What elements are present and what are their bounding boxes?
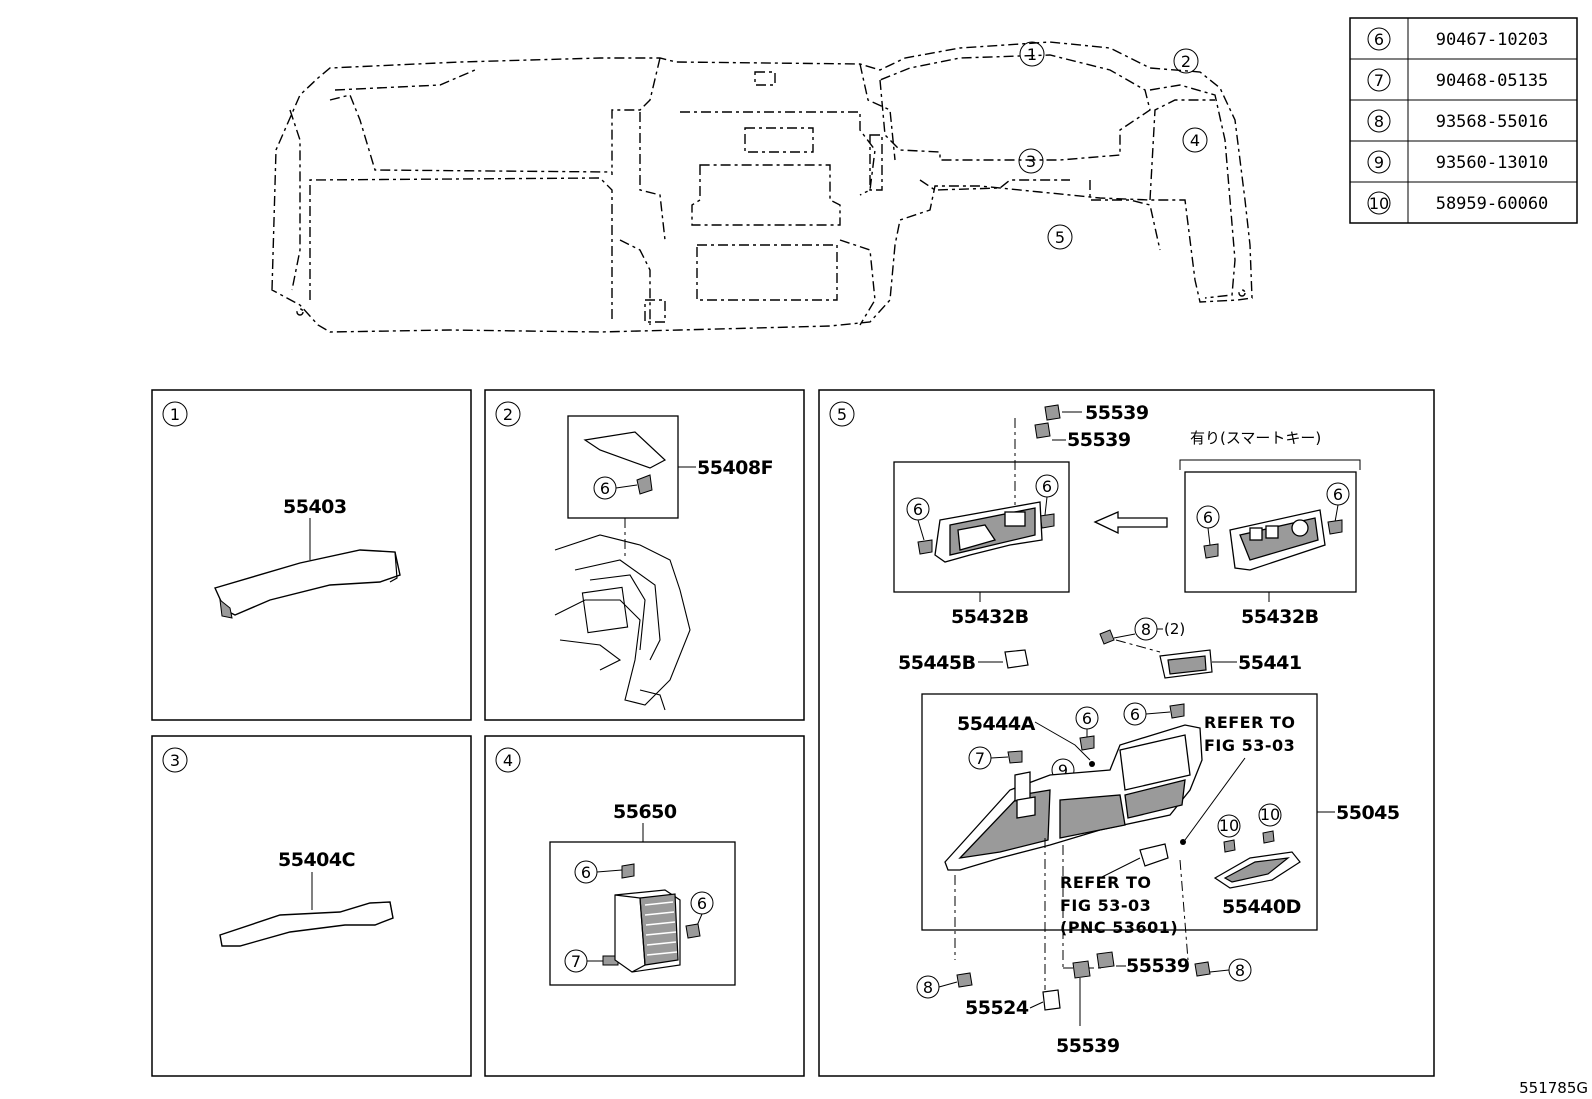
glovebox-door-shape (1213, 851, 1301, 889)
screw-9-label: 9 (1058, 761, 1068, 780)
table-row: 7 90468-05135 (1367, 68, 1549, 92)
door-55440D-label: 55440D (1222, 896, 1301, 918)
clip-55539-label: 55539 (1126, 955, 1190, 977)
callout-4 (1182, 127, 1208, 153)
trim-55432B-left-label: 55432B (951, 606, 1029, 628)
panel-2-number: 2 (503, 405, 513, 424)
screw-10-label: 10 (1260, 805, 1280, 824)
part-55408F-label: 55408F (697, 457, 773, 479)
dashboard-overview (271, 41, 1253, 333)
trim-55432B-right-label: 55432B (1241, 606, 1319, 628)
panel-3: 3 55404C (151, 735, 472, 1077)
ref-number: 7 (1374, 71, 1384, 90)
air-vent-shape (614, 889, 681, 973)
clip-6-label: 6 (1333, 485, 1343, 504)
screw-10-label: 10 (1219, 816, 1239, 835)
refer-note-1-line2: FIG 53-03 (1204, 736, 1295, 755)
panel-1: 1 55403 (151, 389, 472, 721)
refer-note-2-line2: FIG 53-03 (1060, 896, 1151, 915)
clip-6-label: 6 (600, 479, 610, 498)
table-row: 6 90467-10203 (1367, 27, 1549, 51)
callout-3 (1018, 148, 1044, 174)
part-55403-shape (214, 549, 401, 619)
panel-1-number: 1 (170, 405, 180, 424)
table-row: 8 93568-55016 (1367, 109, 1549, 133)
callout-2 (1173, 48, 1199, 74)
knee-trim-left (934, 501, 1043, 563)
bolt-8-label: 8 (923, 978, 933, 997)
callout-1-label: 1 (1027, 45, 1037, 64)
bolt-8-label: 8 (1235, 961, 1245, 980)
screw-7-label: 7 (571, 952, 581, 971)
clip-6-label: 6 (1042, 477, 1052, 496)
meter-hood-sketch (554, 534, 691, 711)
clip-6-label: 6 (1082, 709, 1092, 728)
clip-6-label: 6 (913, 500, 923, 519)
part-number: 90468-05135 (1436, 71, 1549, 91)
parts-table: 6 90467-10203 7 90468-05135 8 93568-5501… (1349, 17, 1578, 224)
bracket-55441-label: 55441 (1238, 652, 1302, 674)
knee-trim-right (1229, 509, 1326, 571)
panel-5-number: 5 (837, 405, 847, 424)
refer-note-1-line1: REFER TO (1204, 713, 1296, 732)
ref-number: 9 (1374, 153, 1384, 172)
table-row: 10 58959-60060 (1367, 191, 1549, 215)
ref-number: 10 (1369, 194, 1389, 213)
clip-55539-label: 55539 (1085, 402, 1149, 424)
part-number: 90467-10203 (1436, 30, 1549, 50)
part-55403-label: 55403 (283, 496, 347, 518)
ref-number: 6 (1374, 30, 1384, 49)
panel-3-number: 3 (170, 751, 180, 770)
clip-6-label: 6 (581, 863, 591, 882)
part-number: 93568-55016 (1436, 112, 1549, 132)
clip-6-label: 6 (1130, 705, 1140, 724)
part-number: 58959-60060 (1436, 194, 1549, 214)
callout-1 (1019, 41, 1045, 67)
part-55404C-shape (219, 901, 394, 947)
callout-2-label: 2 (1181, 52, 1191, 71)
screw-55444A-label: 55444A (957, 713, 1036, 735)
panel-5: 5 55539 55539 6 6 55432B 有り(スマートキー) (818, 389, 1435, 1077)
bracket-55441-shape (1159, 649, 1213, 679)
figure-id: 551785G (1519, 1079, 1588, 1097)
clip-6-label: 6 (697, 894, 707, 913)
refer-note-2-line1: REFER TO (1060, 873, 1152, 892)
part-55650-label: 55650 (613, 801, 677, 823)
panel-4: 4 55650 6 6 7 (484, 735, 805, 1077)
callout-5 (1047, 224, 1073, 250)
overview-callouts (1018, 41, 1208, 250)
part-55404C-label: 55404C (278, 849, 355, 871)
clip-55524-label: 55524 (965, 997, 1029, 1019)
lower-instrument-panel-shape (944, 724, 1203, 871)
callout-4-label: 4 (1190, 131, 1200, 150)
ref-number: 8 (1374, 112, 1384, 131)
clip-6-label: 6 (1203, 508, 1213, 527)
cover-55445B-label: 55445B (898, 652, 976, 674)
callout-5-label: 5 (1055, 228, 1065, 247)
part-number: 93560-13010 (1436, 153, 1549, 173)
panel-2: 2 6 55408F (484, 389, 805, 721)
clip-55539-label: 55539 (1056, 1035, 1120, 1057)
callout-3-label: 3 (1026, 152, 1036, 171)
smart-key-note: 有り(スマートキー) (1190, 429, 1321, 447)
clip-7-label: 7 (975, 749, 985, 768)
panel-4-number: 4 (503, 751, 513, 770)
bolt-8-label: 8 (1141, 620, 1151, 639)
table-row: 9 93560-13010 (1367, 150, 1549, 174)
bolt-quantity: (2) (1164, 620, 1185, 638)
glovebox-55045-label: 55045 (1336, 802, 1400, 824)
clip-55539-label: 55539 (1067, 429, 1131, 451)
refer-note-2-line3: (PNC 53601) (1060, 918, 1178, 937)
